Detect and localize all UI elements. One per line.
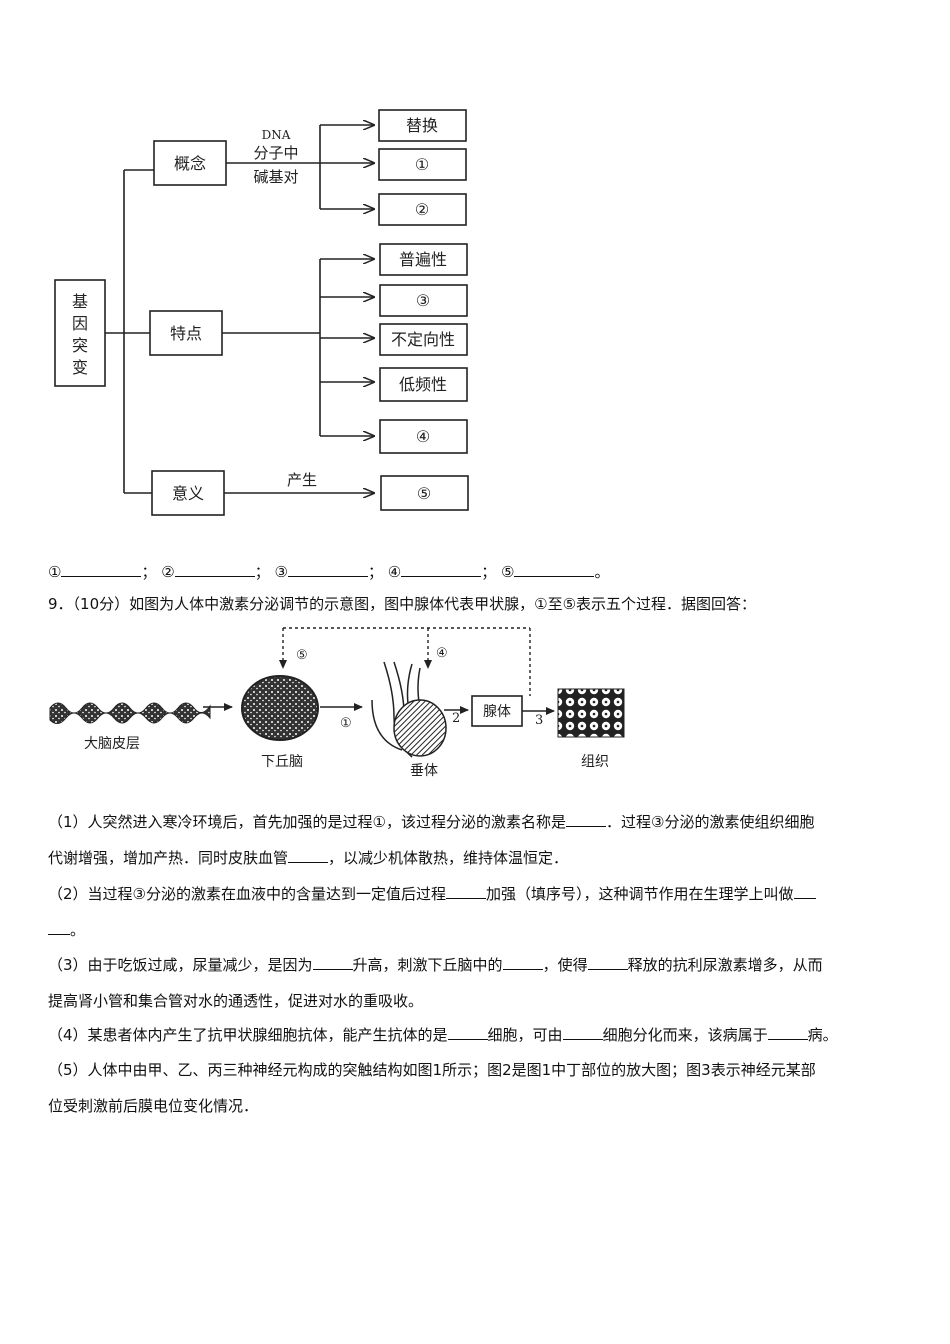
q1-text-b: ．过程③分泌的激素使组织细胞 (606, 813, 815, 831)
gene-mutation-concept-map: 基 因 突 变 概念 特点 意义 DNA 分子中 碱基对 替换 ① ② 普遍性 … (54, 109, 469, 516)
concept-result-1: 替换 (406, 116, 438, 135)
meaning-arrow-label: 产生 (287, 471, 317, 489)
concept-result-2: ① (415, 155, 429, 174)
hormone-regulation-diagram: ⑤ ④ ① 2 3 腺体 大脑皮层 下丘脑 垂体 组织 (49, 627, 625, 779)
feature-result-2: ③ (416, 291, 430, 310)
q3-line2: 提高肾小管和集合管对水的通透性，促进对水的重吸收。 (48, 991, 423, 1011)
answer-end: 。 (594, 563, 610, 581)
q2-line1: （2）当过程③分泌的激素在血液中的含量达到一定值后过程 加强（填序号），这种调节作… (48, 884, 816, 904)
answer-blank-5[interactable] (514, 562, 595, 577)
q3-text-e: 提高肾小管和集合管对水的通透性，促进对水的重吸收。 (48, 992, 424, 1010)
q1-line1: （1）人突然进入寒冷环境后，首先加强的是过程①，该过程分泌的激素名称是 ．过程③分… (48, 812, 814, 832)
root-label-4: 变 (72, 358, 88, 377)
tissue-label: 组织 (581, 754, 609, 770)
q3-text-c: ，使得 (542, 956, 588, 974)
q2-blank-1[interactable] (446, 884, 486, 899)
answer-mark-3: ③ (274, 563, 288, 581)
feature-branch-label: 特点 (170, 324, 202, 343)
root-label-1: 基 (72, 292, 88, 311)
q1-blank-2[interactable] (288, 848, 329, 863)
q4-text-a: （4）某患者体内产生了抗甲状腺细胞抗体，能产生抗体的是 (48, 1026, 448, 1044)
answer-blank-4[interactable] (401, 562, 482, 577)
hypothalamus-label: 下丘脑 (261, 754, 303, 770)
concept-arrow-label-1: DNA (262, 128, 291, 142)
q4-blank-3[interactable] (767, 1025, 808, 1040)
q4-text-b: 细胞，可由 (487, 1026, 563, 1044)
answer-separator: ； (254, 563, 270, 581)
q4-blank-1[interactable] (447, 1025, 488, 1040)
feature-result-5: ④ (416, 427, 430, 446)
q3-text-a: （3）由于吃饭过咸，尿量减少，是因为 (48, 956, 313, 974)
tissue-shape (557, 688, 625, 738)
answer-blanks-line: ①； ②； ③； ④； ⑤。 (48, 562, 609, 582)
q1-line2: 代谢增强，增加产热．同时皮肤血管 ，以减少机体散热，维持体温恒定． (48, 848, 568, 868)
meaning-result: ⑤ (417, 484, 431, 503)
hypothalamus-shape (241, 675, 319, 741)
gland-label: 腺体 (483, 704, 511, 720)
q1-text-d: ，以减少机体散热，维持体温恒定． (328, 849, 569, 867)
q3-blank-3[interactable] (587, 955, 628, 970)
answer-mark-1: ① (48, 563, 62, 581)
answer-separator: ； (141, 563, 157, 581)
feature-result-3: 不定向性 (391, 330, 455, 349)
q4-text-d: 病。 (807, 1026, 838, 1044)
q2-line2: 。 (48, 920, 85, 940)
q3-line1: （3）由于吃饭过咸，尿量减少，是因为 升高，刺激下丘脑中的 ，使得 释放的抗利尿激素增… (48, 955, 823, 975)
q2-blank-2a[interactable] (793, 884, 816, 899)
q3-blank-1[interactable] (312, 955, 353, 970)
q2-text-c: 。 (70, 921, 86, 939)
q2-text-b: 加强（填序号），这种调节作用在生理学上叫做 (486, 885, 794, 903)
gland-box (471, 695, 523, 727)
question-9-intro: 9．（10分）如图为人体中激素分泌调节的示意图，图中腺体代表甲状腺，①至⑤表示五… (48, 595, 757, 613)
step-4-label: ④ (436, 646, 448, 661)
step-2-label: 2 (452, 711, 460, 726)
q3-text-d: 释放的抗利尿激素增多，从而 (627, 956, 823, 974)
answer-blank-1[interactable] (61, 562, 142, 577)
answer-mark-5: ⑤ (501, 563, 515, 581)
answer-mark-2: ② (161, 563, 175, 581)
answer-mark-4: ④ (387, 563, 402, 581)
step-5-label: ⑤ (296, 648, 308, 663)
q5-line1: （5）人体中由甲、乙、丙三种神经元构成的突触结构如图1所示；图2是图1中丁部位的… (48, 1060, 816, 1080)
cerebral-cortex-shape (49, 702, 211, 724)
pituitary-label: 垂体 (410, 763, 438, 779)
concept-result-3: ② (415, 200, 429, 219)
q1-text-c: 代谢增强，增加产热．同时皮肤血管 (48, 849, 289, 867)
feature-result-4: 低频性 (399, 375, 447, 394)
step-3-label: 3 (535, 713, 543, 728)
step-1-label: ① (340, 716, 352, 731)
q3-text-b: 升高，刺激下丘脑中的 (352, 956, 503, 974)
answer-separator: ； (481, 563, 497, 581)
q5-text-b: 位受刺激前后膜电位变化情况． (48, 1097, 259, 1115)
concept-arrow-label-3: 碱基对 (253, 168, 298, 186)
meaning-branch-label: 意义 (172, 484, 204, 503)
concept-branch-label: 概念 (174, 154, 206, 173)
pituitary-shape (371, 661, 447, 758)
q2-text-a: （2）当过程③分泌的激素在血液中的含量达到一定值后过程 (48, 885, 446, 903)
answer-blank-2[interactable] (174, 562, 255, 577)
answer-blank-3[interactable] (287, 562, 368, 577)
q5-text-a: （5）人体中由甲、乙、丙三种神经元构成的突触结构如图1所示；图2是图1中丁部位的… (48, 1061, 816, 1079)
q5-line2: 位受刺激前后膜电位变化情况． (48, 1096, 258, 1116)
concept-arrow-label-2: 分子中 (253, 144, 298, 162)
q1-text-a: （1）人突然进入寒冷环境后，首先加强的是过程①，该过程分泌的激素名称是 (48, 813, 566, 831)
answer-separator: ； (367, 563, 383, 581)
q4-blank-2[interactable] (562, 1025, 603, 1040)
cortex-label: 大脑皮层 (84, 736, 140, 752)
root-label-2: 因 (72, 314, 88, 333)
q3-blank-2[interactable] (502, 955, 543, 970)
q4-line: （4）某患者体内产生了抗甲状腺细胞抗体，能产生抗体的是 细胞，可由 细胞分化而来，该… (48, 1025, 838, 1045)
q4-text-c: 细胞分化而来，该病属于 (602, 1026, 768, 1044)
q2-blank-2b[interactable] (48, 920, 70, 935)
feature-result-1: 普遍性 (399, 250, 447, 269)
root-label-3: 突 (72, 336, 88, 355)
q1-blank-1[interactable] (566, 812, 606, 827)
